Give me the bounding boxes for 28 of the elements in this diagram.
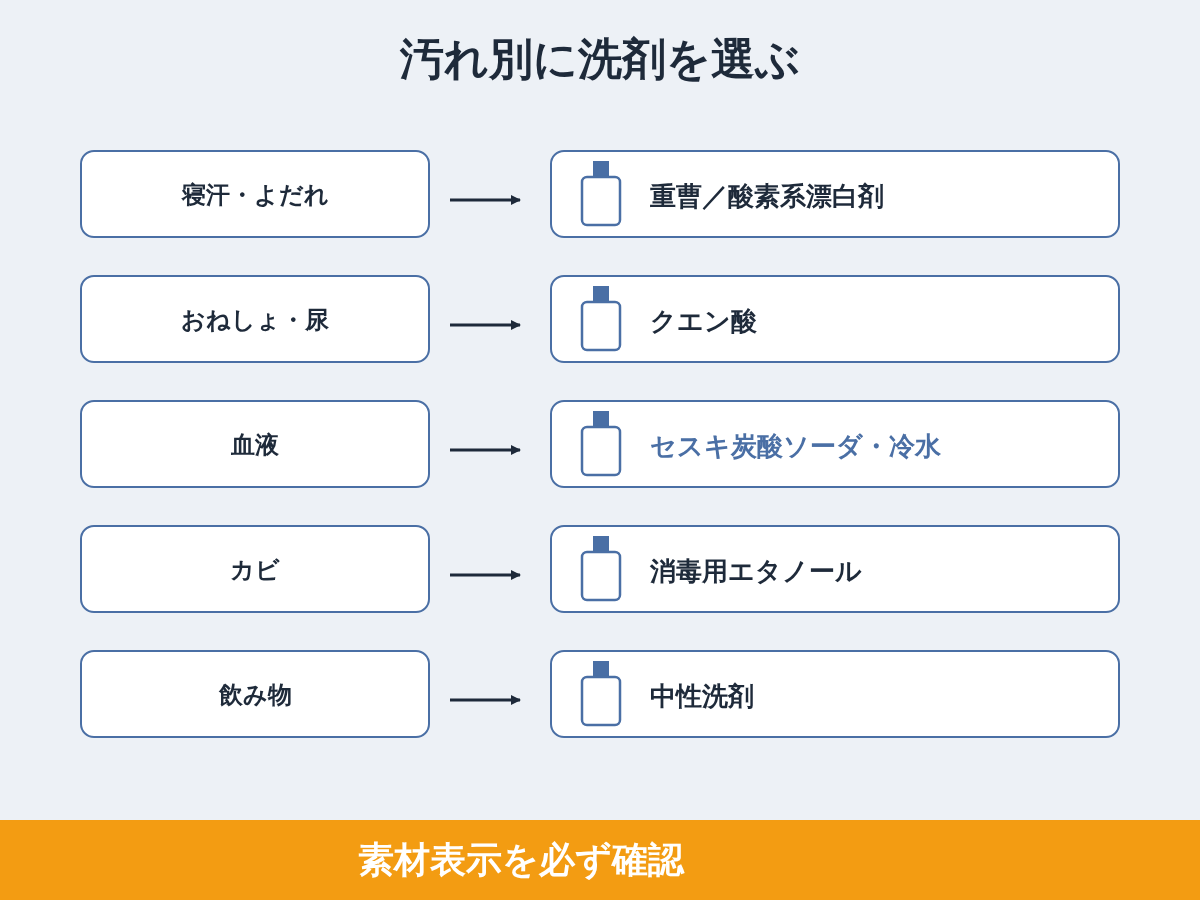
stain-label: 寝汗・よだれ [180,180,330,211]
detergent-box [550,650,1120,738]
stain-label: 血液 [230,430,280,461]
stain-box [80,525,430,613]
detergent-label: 中性洗剤 [650,680,754,713]
title: 汚れ別に洗剤を選ぶ [400,33,800,84]
stain-box [80,275,430,363]
arrow [450,695,521,705]
detergent-box [550,525,1120,613]
footer-banner [0,820,1200,900]
stain-label: 飲み物 [217,680,293,711]
detergent-label: クエン酸 [650,305,757,338]
detergent-box [550,400,1120,488]
detergent-label: セスキ炭酸ソーダ・冷水 [650,430,941,463]
arrow [450,570,521,580]
stain-box [80,650,430,738]
stain-label: おねしょ・尿 [180,305,330,336]
detergent-box [550,275,1120,363]
arrow [450,445,521,455]
detergent-label: 重曹／酸素系漂白剤 [650,180,884,213]
banner-text: 素材表示を必ず確認 [358,838,684,882]
stain-box [80,150,430,238]
stain-box [80,400,430,488]
arrow [450,320,521,330]
detergent-label: 消毒用エタノール [650,555,862,588]
detergent-box [550,150,1120,238]
stain-label: カビ [229,555,281,586]
arrow [450,195,521,205]
